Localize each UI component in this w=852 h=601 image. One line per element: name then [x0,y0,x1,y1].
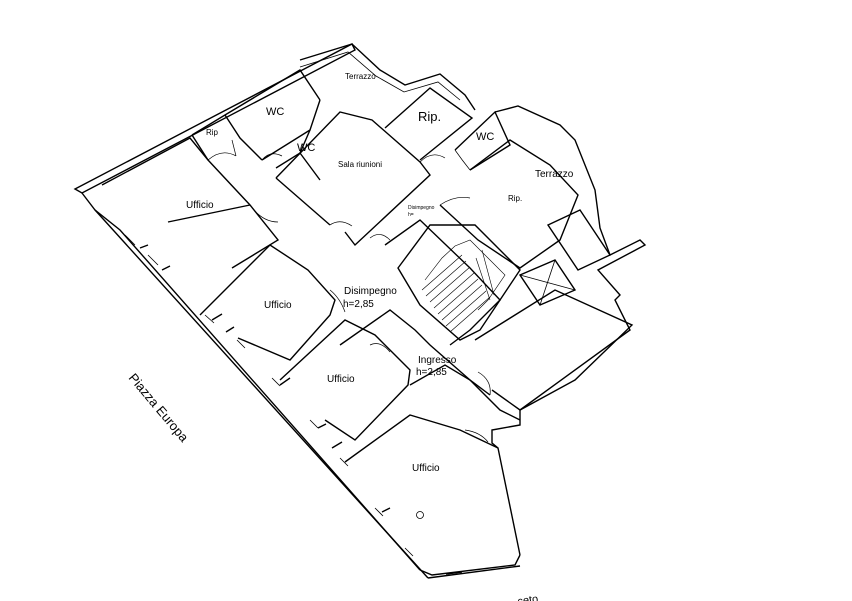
column-marker [416,511,424,519]
room-labels: Terrazzo WC WC Rip Sala riunioni Rip. WC… [186,72,574,474]
room-label-ingresso: Ingresso [418,355,457,366]
room-label-wc-3: WC [476,131,494,143]
room-label-disimpegno-height: h=2,85 [343,299,374,310]
room-label-ufficio-1: Ufficio [186,200,214,211]
room-label-wc-1: WC [266,106,284,118]
room-label-ufficio-3: Ufficio [327,374,355,385]
bottom-cut-text: ceto [517,593,539,601]
room-label-rip-large: Rip. [418,109,441,124]
room-label-terrazzo-top: Terrazzo [345,72,376,81]
door-swings [207,139,491,443]
room-label-sala-riunioni: Sala riunioni [338,160,382,169]
room-label-disimpegno: Disimpegno [344,286,397,297]
street-label: Piazza Europa [126,370,192,445]
room-label-rip-small: Rip [206,128,219,137]
room-label-rip-right: Rip. [508,194,522,203]
staircase [421,239,576,333]
room-label-disimpegno-small-height: h= [408,212,414,218]
room-label-ingresso-height: h=2,85 [416,367,447,378]
outer-walls [73,43,647,579]
room-label-disimpegno-small: Disimpegno [408,205,435,211]
interior-walls [101,69,634,463]
room-label-ufficio-2: Ufficio [264,300,292,311]
room-label-wc-2: WC [297,142,315,154]
room-label-terrazzo-right: Terrazzo [535,169,574,180]
room-label-ufficio-4: Ufficio [412,463,440,474]
windows [124,234,463,575]
